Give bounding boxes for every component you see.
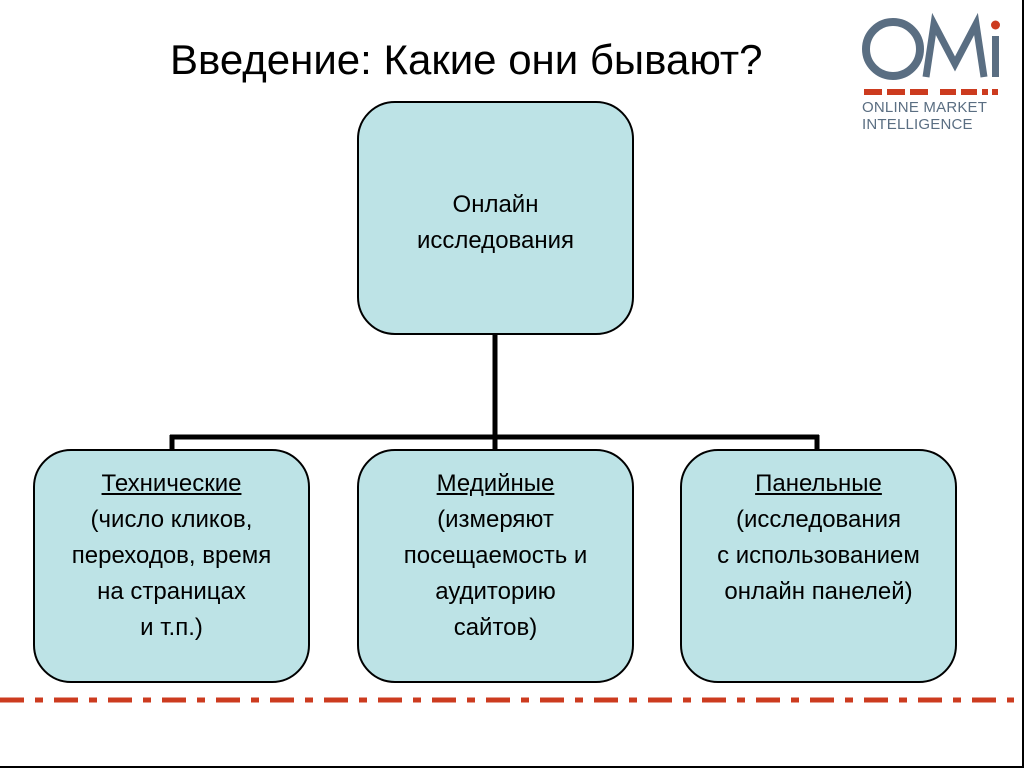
root-label-line2: исследования — [416, 227, 575, 254]
logo-letter-o — [862, 18, 924, 80]
node-description: (число кликов, переходов, время на стран… — [71, 506, 272, 641]
logo-i-dot — [991, 20, 1000, 30]
diagram-node-panel: Панельные (исследования с использованием… — [680, 449, 957, 683]
logo-tagline-line1: ONLINE MARKET — [862, 99, 988, 116]
omi-logo: ONLINE MARKET INTELLIGENCE — [860, 12, 1005, 137]
diagram-node-root: Онлайн исследования — [357, 101, 634, 335]
node-heading: Технические — [101, 470, 242, 497]
logo-tagline-line2: INTELLIGENCE — [862, 116, 973, 133]
root-label-line1: Онлайн — [452, 191, 539, 218]
logo-tagline: ONLINE MARKET INTELLIGENCE — [862, 99, 987, 133]
node-description: (исследования с использованием онлайн па… — [717, 506, 920, 605]
logo-dash-underline — [864, 89, 998, 95]
node-heading: Панельные — [755, 470, 882, 497]
logo-letter-m — [922, 12, 988, 78]
logo-letter-i — [992, 36, 999, 77]
slide-title: Введение: Какие они бывают? — [170, 36, 763, 83]
diagram-node-technical: Технические (число кликов, переходов, вр… — [33, 449, 310, 683]
node-description: (измеряют посещаемость и аудиторию сайто… — [403, 506, 588, 641]
node-heading: Медийные — [436, 470, 555, 497]
omi-logo-mark — [862, 12, 1000, 95]
diagram-node-media: Медийные (измеряют посещаемость и аудито… — [357, 449, 634, 683]
footer-dash-divider — [0, 697, 1014, 703]
